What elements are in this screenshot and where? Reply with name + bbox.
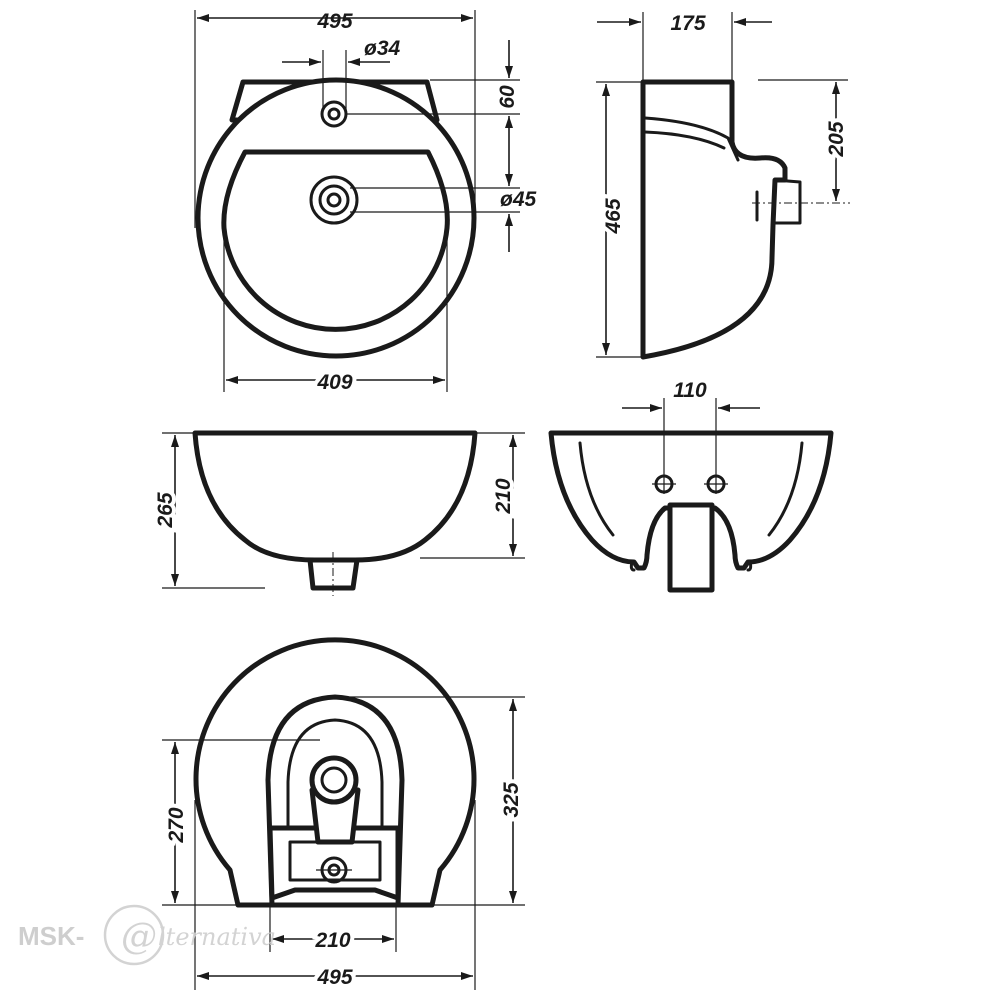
rear-view: 110 (548, 379, 834, 593)
waste-outlet (773, 178, 802, 225)
tap-hole-inner (318, 184, 350, 216)
watermark-text: MSK- (18, 921, 84, 951)
bottom-view-pedestal-inner (286, 718, 384, 842)
top-view: 495 ø34 60 ø45 409 (194, 10, 537, 398)
dim-hole-to-edge: 60 (496, 85, 519, 109)
dim-bottom-overall-width: 495 (316, 966, 352, 989)
dim-pedestal-depth: 325 (500, 782, 523, 817)
dim-fixing-spacing: 110 (673, 379, 707, 402)
watermark-script: lternativa (158, 923, 276, 951)
dim-bowl-height: 210 (492, 478, 515, 514)
dim-fixing-depth: 270 (165, 807, 188, 843)
front-view: 265 210 (150, 430, 525, 596)
side-view-bowl-edge (643, 116, 740, 162)
watermark-at-circle (103, 904, 165, 966)
tap-hole-center (326, 192, 342, 208)
side-view-body (640, 79, 788, 360)
dim-pedestal-width: 210 (314, 929, 350, 952)
dim-top-overall-width: 495 (316, 10, 352, 33)
watermark: MSK- @ lternativa (18, 904, 276, 966)
dim-overflow-hole: ø34 (364, 37, 401, 60)
tap-hole-outer (309, 175, 359, 225)
rear-view-pedestal (667, 502, 715, 593)
rear-view-bowl (548, 430, 834, 571)
watermark-at-glyph: @ (121, 916, 157, 957)
dim-side-depth: 175 (670, 12, 705, 35)
dim-side-total-height: 465 (602, 198, 625, 234)
bottom-view-tap-ring (309, 755, 359, 805)
dim-inner-width: 409 (316, 371, 352, 394)
dim-tap-hole: ø45 (500, 188, 537, 211)
overflow-hole-inner (327, 107, 341, 121)
dim-waste-height: 205 (825, 121, 848, 157)
front-view-bowl (192, 430, 478, 563)
bottom-view: 270 325 210 495 (161, 637, 527, 993)
dim-front-overall-height: 265 (154, 492, 177, 528)
rear-view-inner-right (767, 441, 804, 537)
top-view-bowl (221, 149, 450, 332)
rear-view-inner-left (578, 441, 615, 537)
side-view: 175 465 205 (596, 12, 852, 360)
